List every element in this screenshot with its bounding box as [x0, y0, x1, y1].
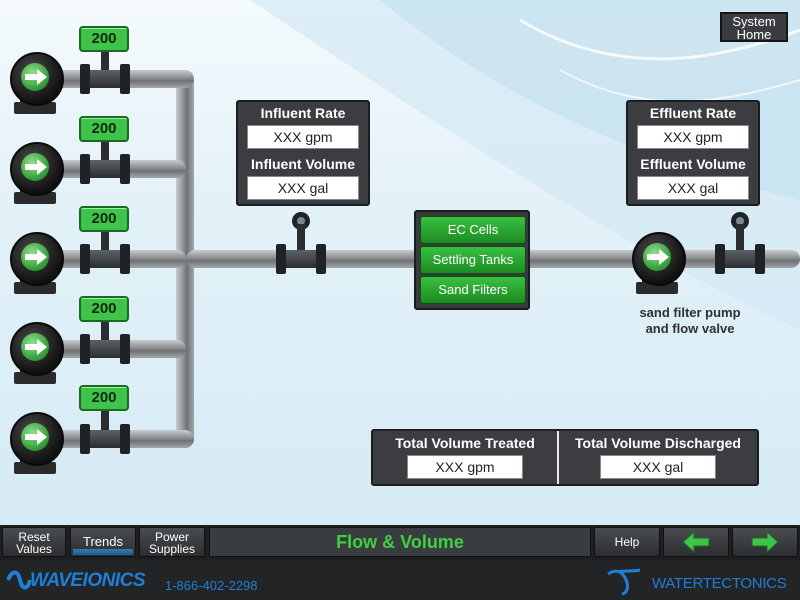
- pump-arrow-icon: [647, 249, 669, 265]
- feed-valve-3[interactable]: [80, 230, 130, 274]
- waveionics-logo-icon: [6, 570, 32, 590]
- sand-filters-button[interactable]: Sand Filters: [420, 276, 526, 304]
- process-menu: EC Cells Settling Tanks Sand Filters: [414, 210, 530, 310]
- reset-values-button[interactable]: Reset Values: [2, 527, 66, 557]
- feed-pump-3[interactable]: [10, 232, 68, 294]
- phone-number: 1-866-402-2298: [165, 578, 258, 593]
- trends-button[interactable]: Trends: [70, 527, 136, 557]
- valve-handle-icon: [292, 212, 310, 230]
- feed-valve-2[interactable]: [80, 140, 130, 184]
- power-supplies-button[interactable]: Power Supplies: [139, 527, 205, 557]
- effluent-flow-valve[interactable]: [715, 224, 765, 274]
- back-button[interactable]: [663, 527, 729, 557]
- total-treated-label: Total Volume Treated: [395, 435, 535, 451]
- valve-tag-3[interactable]: 200: [79, 206, 129, 232]
- pump-arrow-icon: [25, 249, 47, 265]
- influent-panel: Influent Rate XXX gpm Influent Volume XX…: [236, 100, 370, 206]
- settling-tanks-button[interactable]: Settling Tanks: [420, 246, 526, 274]
- feed-pump-5[interactable]: [10, 412, 68, 474]
- pump-arrow-icon: [25, 159, 47, 175]
- influent-rate-label: Influent Rate: [260, 105, 346, 121]
- total-discharged-value: XXX gal: [600, 455, 716, 479]
- sand-filter-caption: sand filter pump and flow valve: [639, 305, 741, 336]
- influent-rate-value: XXX gpm: [247, 125, 359, 149]
- waveionics-brand: WAVEIONICS: [30, 570, 146, 591]
- effluent-volume-value: XXX gal: [637, 176, 749, 200]
- influent-volume-value: XXX gal: [247, 176, 359, 200]
- pump-arrow-icon: [25, 69, 47, 85]
- sand-filter-pump[interactable]: [632, 232, 690, 294]
- total-discharged-label: Total Volume Discharged: [575, 435, 741, 451]
- effluent-volume-label: Effluent Volume: [640, 156, 746, 172]
- pump-arrow-icon: [25, 339, 47, 355]
- feed-valve-1[interactable]: [80, 50, 130, 94]
- bottom-nav: Reset Values Trends Power Supplies Flow …: [0, 525, 800, 560]
- trends-active-indicator: [73, 549, 133, 555]
- forward-button[interactable]: [732, 527, 798, 557]
- ec-cells-button[interactable]: EC Cells: [420, 216, 526, 244]
- watertectonics-brand: WATERTECTONICS: [652, 575, 787, 592]
- help-button[interactable]: Help: [594, 527, 660, 557]
- system-home-button[interactable]: System Home: [720, 12, 788, 42]
- valve-tag-5[interactable]: 200: [79, 385, 129, 411]
- effluent-rate-label: Effluent Rate: [649, 105, 737, 121]
- feed-valve-4[interactable]: [80, 320, 130, 364]
- effluent-rate-value: XXX gpm: [637, 125, 749, 149]
- total-treated-value: XXX gpm: [407, 455, 523, 479]
- process-diagram: 200 200 200 200 200 Influent Rate XXX gp…: [0, 0, 800, 525]
- arrow-left-icon: [682, 530, 710, 554]
- feed-valve-5[interactable]: [80, 410, 130, 454]
- valve-tag-1[interactable]: 200: [79, 26, 129, 52]
- feed-pump-1[interactable]: [10, 52, 68, 114]
- pump-arrow-icon: [25, 429, 47, 445]
- page-title: Flow & Volume: [209, 527, 591, 557]
- watertectonics-logo-icon: [607, 568, 641, 596]
- total-treated-section: Total Volume Treated XXX gpm: [373, 431, 557, 484]
- feed-pump-2[interactable]: [10, 142, 68, 204]
- effluent-panel: Effluent Rate XXX gpm Effluent Volume XX…: [626, 100, 760, 206]
- arrow-right-icon: [751, 530, 779, 554]
- totals-panel: Total Volume Treated XXX gpm Total Volum…: [371, 429, 759, 486]
- trends-label: Trends: [83, 534, 123, 549]
- influent-volume-label: Influent Volume: [251, 156, 355, 172]
- influent-flow-valve[interactable]: [276, 224, 326, 274]
- valve-tag-2[interactable]: 200: [79, 116, 129, 142]
- valve-tag-4[interactable]: 200: [79, 296, 129, 322]
- footer: WAVEIONICS 1-866-402-2298 WATERTECTONICS: [0, 560, 800, 600]
- totals-divider: [557, 431, 559, 484]
- total-discharged-section: Total Volume Discharged XXX gal: [559, 431, 757, 484]
- feed-pump-4[interactable]: [10, 322, 68, 384]
- valve-handle-icon: [731, 212, 749, 230]
